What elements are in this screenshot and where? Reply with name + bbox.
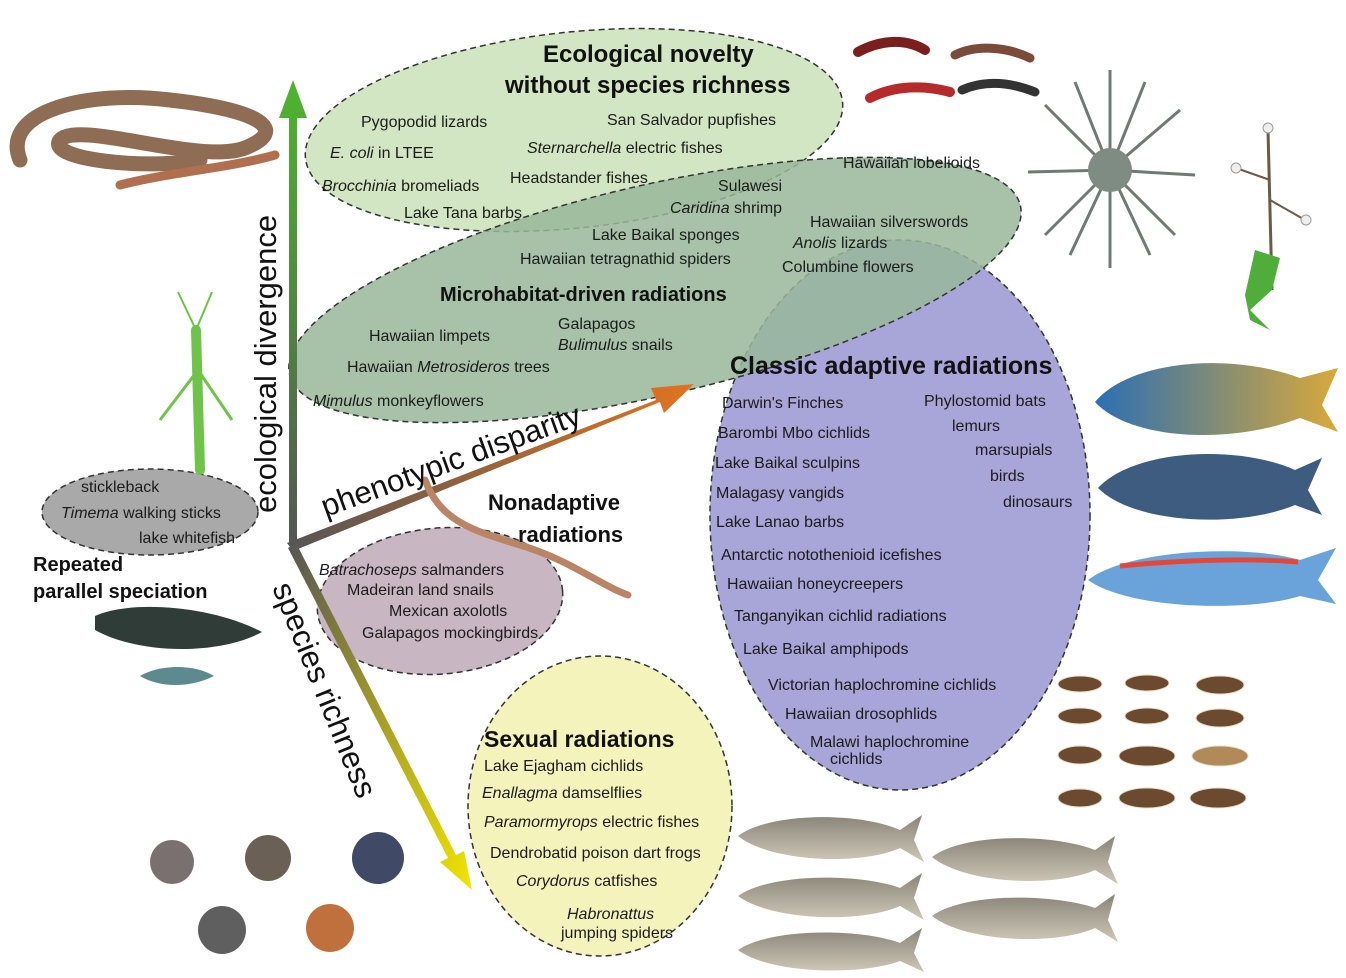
snake-lizard-photo [17,98,275,186]
classic-item: Malagasy vangids [716,485,844,503]
classic-item: Lake Lanao barbs [716,514,844,532]
sexual-item: Corydorus catfishes [516,873,657,891]
sexual-radiations-title: Sexual radiations [484,726,674,753]
classic-radiations-title: Classic adaptive radiations [730,352,1052,381]
novelty-title-line-2: without species richness [505,72,790,100]
novelty-item: Lake Tana barbs [404,205,522,223]
sexual-item: Dendrobatid poison dart frogs [490,845,701,863]
parallel-item: stickleback [81,479,159,497]
classic-item: Tanganyikan cichlid radiations [734,608,947,626]
novelty-item: San Salvador pupfishes [607,112,776,130]
parallel-title-line-1: Repeated [33,554,123,577]
classic-item: cichlids [830,751,882,769]
novelty-item: Sternarchella electric fishes [527,140,723,158]
butterfly-wing-photo [1058,675,1248,808]
classic-item: birds [990,468,1025,486]
sexual-item: Habronattus [567,906,654,924]
classic-item: Lake Baikal amphipods [743,641,908,659]
classic-item: Darwin's Finches [722,395,843,413]
parallel-item: lake whitefish [139,530,235,548]
nonadaptive-item: Mexican axolotls [389,603,507,621]
classic-item: Phylostomid bats [924,393,1046,411]
novelty-item: Headstander fishes [510,170,648,188]
nonadaptive-item: Madeiran land snails [347,582,494,600]
novelty-item: Pygopodid lizards [361,114,487,132]
classic-item: dinosaurs [1003,494,1072,512]
classic-item: Malawi haplochromine [810,734,969,752]
classic-item: Hawaiian honeycreepers [727,576,903,594]
microhabitat-item: Anolis lizards [793,235,887,253]
nonadaptive-title-line-1: Nonadaptive [488,490,620,516]
cichlid-photo [1088,363,1338,606]
parallel-item: Timema walking sticks [61,505,221,523]
microhabitat-item: Hawaiian tetragnathid spiders [520,251,731,269]
nonadaptive-title-line-2: radiations [518,522,623,548]
microhabitat-item: Galapagos [558,316,635,334]
classic-item: Barombi Mbo cichlids [718,425,870,443]
jumping-spider-photo [150,832,404,954]
lobelioid-plant-photo [1231,123,1311,330]
microhabitat-item: Bulimulus snails [558,337,673,355]
classic-item: marsupials [975,442,1052,460]
microhabitat-item: Hawaiian silverswords [810,214,968,232]
classic-item: Antarctic notothenioid icefishes [721,547,942,565]
nonadaptive-item: Batrachoseps salmanders [319,562,504,580]
microhabitat-item: Sulawesi [718,178,782,196]
classic-item: Victorian haplochromine cichlids [768,677,996,695]
novelty-title-line-1: Ecological novelty [543,41,754,69]
sexual-item: Enallagma damselflies [482,785,642,803]
microhabitat-item: Hawaiian limpets [369,328,490,346]
microhabitat-item: Caridina shrimp [670,200,782,218]
shrimp-photo [858,42,1035,98]
microhabitat-item: Columbine flowers [782,259,914,277]
parallel-title-line-2: parallel speciation [33,581,208,604]
sexual-item: Paramormyrops electric fishes [484,814,699,832]
walking-stick-photo [160,292,232,470]
silversword-plant-photo [1028,70,1195,268]
microhabitat-item: Lake Baikal sponges [592,227,740,245]
classic-item: Lake Baikal sculpins [715,455,860,473]
stickleback-photo [95,607,262,685]
microhabitat-item: Mimulus monkeyflowers [313,393,484,411]
microhabitat-title: Microhabitat-driven radiations [440,284,727,307]
microhabitat-item: Hawaiian Metrosideros trees [347,359,550,377]
novelty-item: Brocchinia bromeliads [322,178,479,196]
sexual-item: Lake Ejagham cichlids [484,758,643,776]
classic-item: lemurs [952,418,1000,436]
novelty-item: E. coli in LTEE [330,145,434,163]
axis-label-ecological-divergence: ecological divergence [248,215,284,513]
fish-photo [738,815,1118,972]
classic-item: Hawaiian drosophlids [785,706,937,724]
sexual-item: jumping spiders [561,925,673,943]
microhabitat-item: Hawaiian lobelioids [843,155,980,173]
nonadaptive-item: Galapagos mockingbirds [362,625,538,643]
